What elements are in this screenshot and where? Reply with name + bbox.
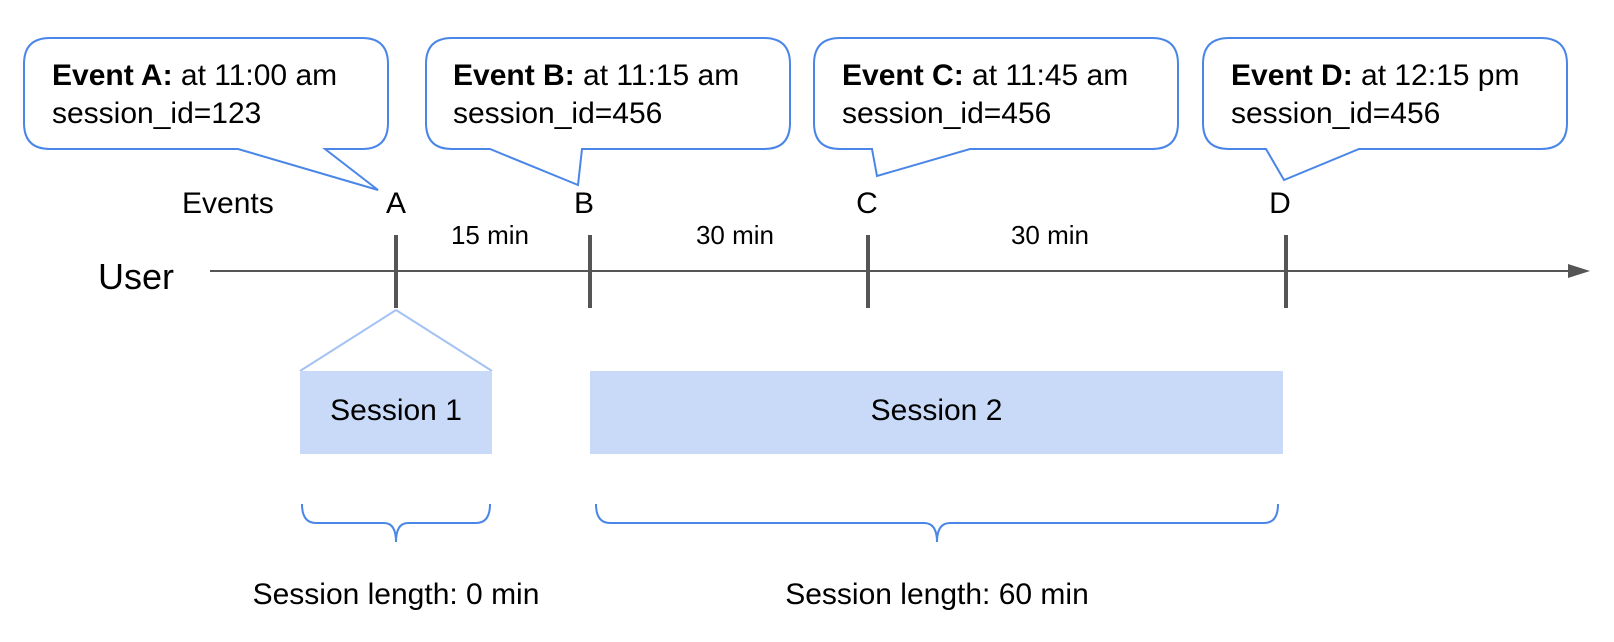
callout-event-b: Event B: at 11:15 am session_id=456 [453, 57, 739, 133]
callout-event-a: Event A: at 11:00 am session_id=123 [52, 57, 337, 133]
event-b-session-id: session_id=456 [453, 97, 663, 130]
session-1-bar [300, 371, 492, 454]
gap-cd-label: 30 min [1010, 220, 1090, 250]
marker-a-label: A [385, 187, 406, 220]
marker-b-label: B [573, 187, 594, 220]
gap-ab-label: 15 min [450, 220, 530, 250]
callout-event-c: Event C: at 11:45 am session_id=456 [842, 57, 1128, 133]
callout-event-d: Event D: at 12:15 pm session_id=456 [1231, 57, 1519, 133]
zoom-line-left [299, 309, 397, 372]
brace-session-1 [301, 503, 491, 543]
brace-session-2 [595, 503, 1279, 543]
callout-b-bubble [425, 37, 791, 187]
event-c-time: at 11:45 am [963, 59, 1129, 92]
event-c-session-id: session_id=456 [842, 97, 1052, 130]
event-a-session-id: session_id=123 [52, 97, 262, 130]
event-d-session-id: session_id=456 [1231, 97, 1441, 130]
event-b-name: Event B: [453, 59, 575, 92]
event-a-name: Event A: [52, 59, 173, 92]
event-a-time: at 11:00 am [172, 59, 338, 92]
session-2-label: Session 2 [870, 394, 1003, 427]
timeline-arrowhead [1568, 264, 1590, 278]
session-1-label: Session 1 [330, 394, 462, 427]
user-row-label: User [98, 256, 175, 297]
marker-c-label: C [856, 187, 878, 220]
events-row-label: Events [182, 187, 274, 220]
callout-c-bubble [813, 37, 1179, 178]
session-2-bar [590, 371, 1283, 454]
event-c-name: Event C: [842, 59, 964, 92]
event-d-name: Event D: [1231, 59, 1353, 92]
marker-d-label: D [1269, 187, 1291, 220]
callout-d-bubble [1202, 37, 1568, 182]
event-b-time: at 11:15 am [574, 59, 740, 92]
zoom-line-right [395, 309, 493, 372]
session-2-length: Session length: 60 min [785, 578, 1089, 611]
session-1-length: Session length: 0 min [252, 578, 540, 611]
callout-a-bubble [23, 37, 389, 191]
gap-bc-label: 30 min [695, 220, 775, 250]
event-d-time: at 12:15 pm [1352, 59, 1520, 92]
